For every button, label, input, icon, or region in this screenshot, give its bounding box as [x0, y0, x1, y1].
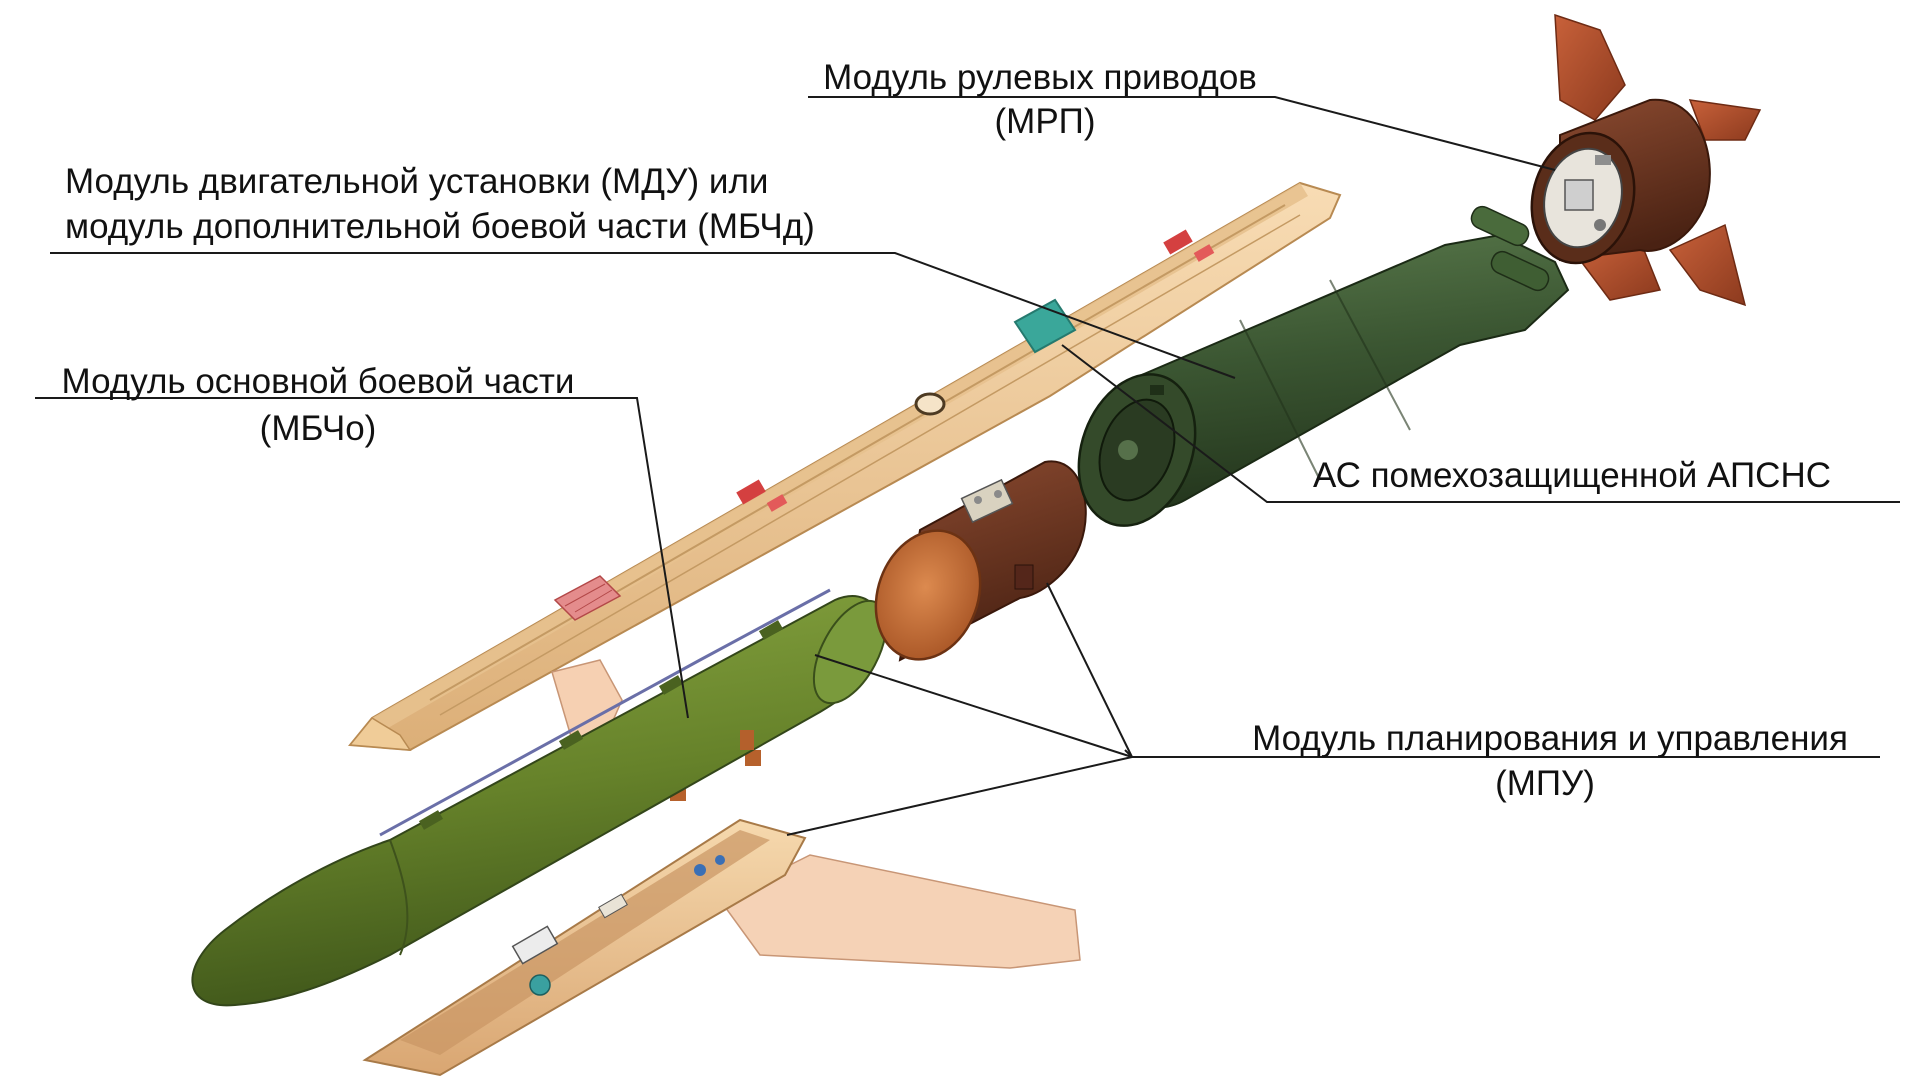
main-warhead-module	[191, 588, 888, 1007]
control-electronics-module	[874, 460, 1087, 662]
leader-line-mpu-1	[786, 756, 1133, 836]
label-mbcho-line2: (МБЧо)	[260, 409, 377, 448]
leader-line-mrp	[808, 96, 1556, 171]
clamp-icon	[1163, 229, 1215, 262]
clamp-icon	[736, 479, 788, 512]
label-mbcho-line1: Модуль основной боевой части	[62, 362, 575, 401]
label-as: АС помехозащищенной АПСНС	[1313, 456, 1831, 495]
label-mrp-line2: (МРП)	[995, 102, 1096, 141]
label-mrp-line1: Модуль рулевых приводов	[823, 58, 1257, 97]
label-mrp: Модуль рулевых приводов (МРП)	[823, 58, 1257, 141]
leader-lines	[35, 96, 1900, 836]
label-mbcho: Модуль основной боевой части (МБЧо)	[62, 362, 575, 448]
label-mpu-line1: Модуль планирования и управления	[1252, 719, 1848, 758]
leader-line-mdu	[50, 252, 1236, 379]
label-mpu: Модуль планирования и управления (МПУ)	[1252, 719, 1848, 803]
leader-line-as	[1061, 344, 1900, 503]
label-mdu: Модуль двигательной установки (МДУ) или …	[65, 162, 815, 246]
leader-line-mpu-2	[814, 654, 1133, 758]
glide-control-module	[362, 659, 1081, 1077]
label-mpu-line2: (МПУ)	[1495, 764, 1595, 803]
leader-line-mbcho	[35, 397, 689, 719]
label-mdu-line2: модуль дополнительной боевой части (МБЧд…	[65, 207, 815, 246]
leader-line-mpu-3	[1046, 582, 1133, 758]
label-mdu-line1: Модуль двигательной установки (МДУ) или	[65, 162, 768, 201]
rudder-actuator-module	[1530, 13, 1762, 307]
label-as-line1: АС помехозащищенной АПСНС	[1313, 456, 1831, 495]
engine-module	[1077, 205, 1570, 527]
